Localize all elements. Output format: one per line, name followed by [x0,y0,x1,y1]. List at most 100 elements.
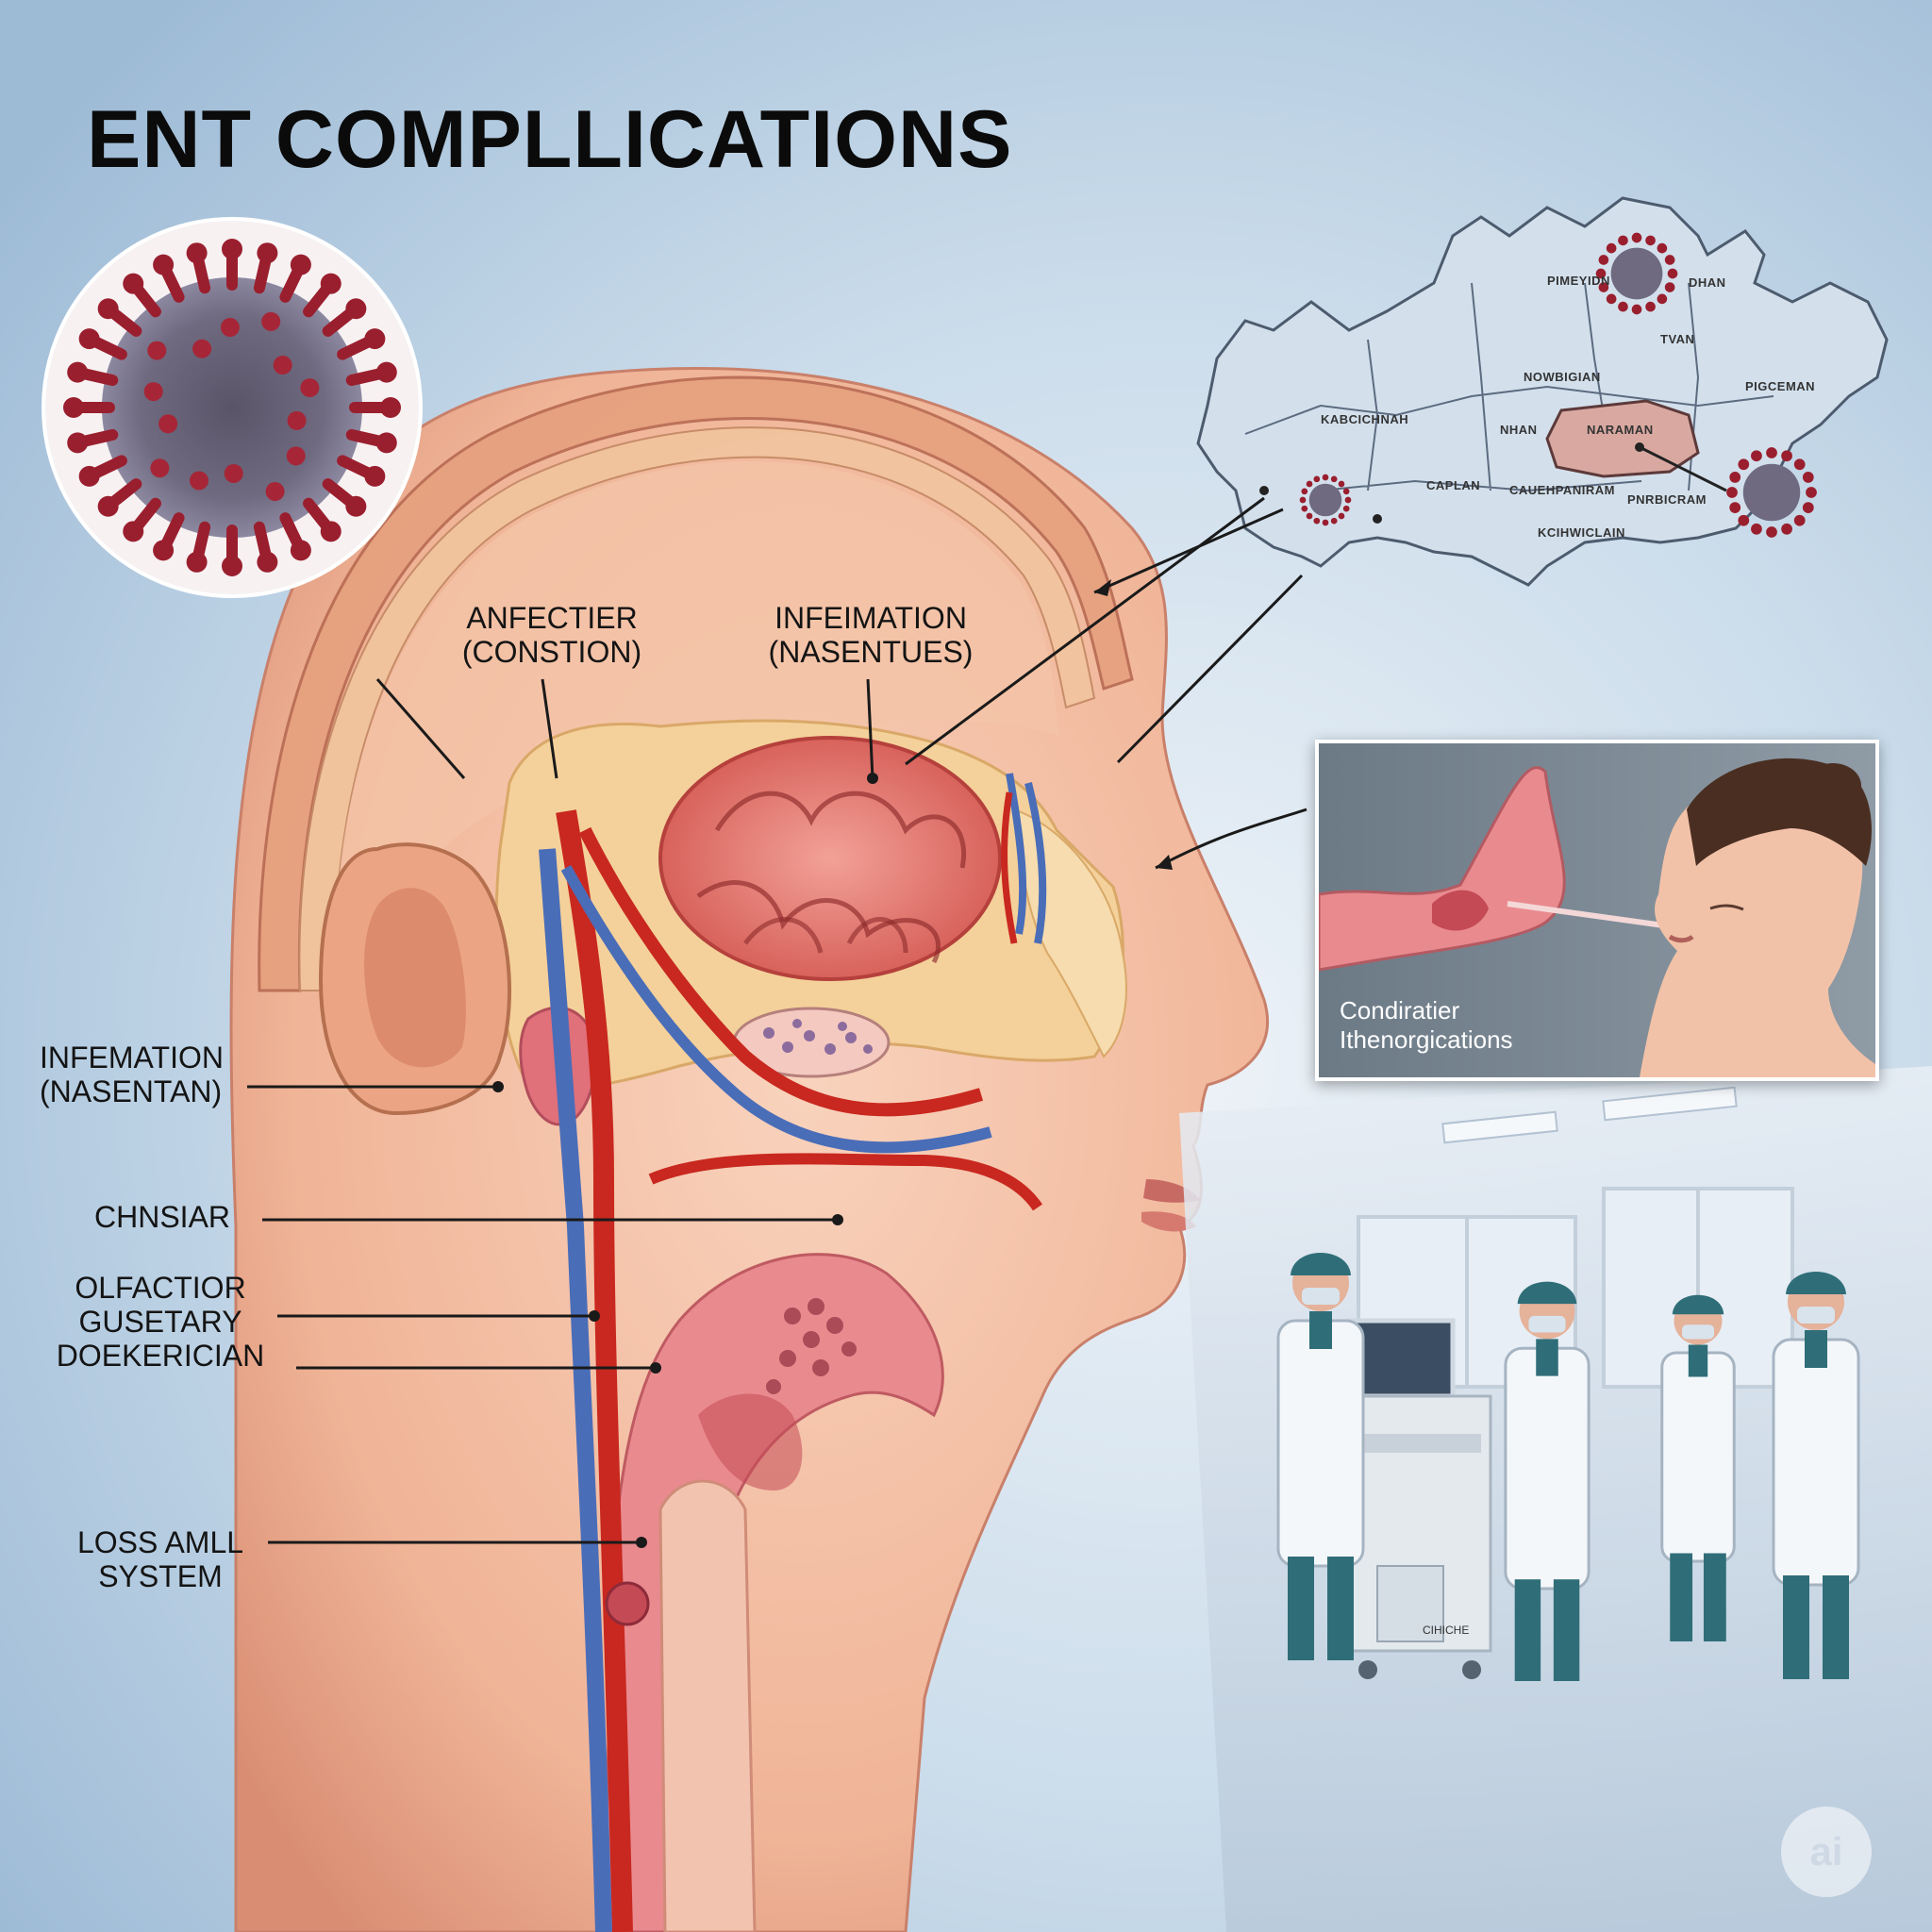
inset-caption: Condiratier Ithenorgications [1340,996,1513,1055]
map-virus-spike [1322,474,1329,481]
map-virus-spike [1781,523,1792,535]
virus-spike-tip [290,540,311,561]
label-infeimation: INFEIMATION (NASENTUES) [762,601,979,670]
virus-surface-protein [224,463,243,483]
label-anfectier-line2: (CONSTION) [461,634,642,669]
label-olfactor-line2: GUSETARY [78,1304,242,1339]
label-loss-line1: LOSS AMLL [76,1525,244,1559]
map-virus-spike [1766,447,1777,458]
page-title: ENT COMPLLICATIONS [87,94,1013,185]
map-virus-body [1610,247,1663,300]
virus-spike-tip [345,298,367,320]
map-virus-spike [1631,304,1642,315]
pointer-lines [247,496,1307,1544]
map-virus-spike [1342,488,1350,495]
map-virus-spike [1664,282,1675,292]
map-virus-spike [1618,301,1628,312]
map-region-label: NARAMAN [1587,423,1654,437]
map-virus-spike [1322,519,1329,526]
virus-spike-tip [364,328,386,350]
cart-label: CIHICHE [1423,1624,1470,1637]
label-loss: LOSS AMLL SYSTEM [66,1525,255,1594]
map-virus-spike [1802,472,1814,483]
virus-spike-tip [222,239,242,259]
virus-spike-tip [257,242,278,264]
virus-spike-tip [153,254,175,275]
label-olfactor-line1: OLFACTIOR [75,1271,246,1305]
virus-spike-tip [78,465,100,487]
virus-surface-protein [150,458,170,478]
virus-spike-tip [186,242,208,264]
map-virus-spike [1781,450,1792,462]
virus-surface-protein [300,378,320,398]
clinician [1772,1272,1860,1679]
map-virus-spike [1299,496,1307,504]
inset-caption-line1: Condiratier [1340,996,1460,1024]
map-virus-spike [1330,475,1338,483]
map-virus-spike [1793,514,1806,526]
map-virus-spike [1729,472,1741,483]
map-virus-spike [1738,458,1750,471]
inset-caption-line2: Ithenorgications [1340,1025,1513,1055]
virus-surface-protein [287,410,307,430]
map-virus-spike [1729,502,1741,513]
map-virus-spike [1657,242,1668,254]
map-region-label: CAUEHPANIRAM [1509,483,1615,497]
map-virus-spike [1306,512,1313,520]
clinician [1276,1253,1365,1660]
label-infeimation-line2: (NASENTUES) [768,634,974,669]
virus-surface-protein [261,311,281,331]
virus-surface-protein [158,414,178,434]
label-infeimation-line1: INFEIMATION [774,601,967,635]
virus-spike-tip [290,254,311,275]
virus-spike-tip [375,432,397,454]
virus-spike-tip [67,432,89,454]
map-virus-spike [1301,488,1308,495]
virus-spike-tip [345,495,367,517]
virus-spike-tip [153,540,175,561]
map-virus-spike [1645,235,1656,246]
inset-illustration [1319,743,1875,1077]
map-virus-spike [1618,235,1628,246]
map-virus-spike [1667,268,1678,279]
virus-surface-protein [192,339,212,358]
map-region-label: CAPLAN [1426,478,1481,492]
map-virus-spike [1751,450,1762,462]
label-chnsiar: CHNSIAR [94,1200,231,1234]
map-virus-spike [1793,458,1806,471]
map-virus-spike [1606,242,1617,254]
virus-spike-tip [320,521,341,542]
label-loss-line2: SYSTEM [98,1558,223,1593]
virus-spike-tip [222,556,242,576]
map-region-label: PNRBICRAM [1627,492,1707,507]
virus-magnified-inset [42,217,423,598]
map-virus-spike [1598,282,1609,292]
clinician [1660,1294,1736,1641]
virus-surface-protein [286,446,306,466]
virus-spike-tip [123,273,144,294]
map-virus-spike [1306,480,1313,488]
map-virus-spike [1766,526,1777,538]
map-virus-spike [1330,517,1338,525]
map-virus-spike [1657,293,1668,305]
label-olfactor: OLFACTIOR GUSETARY DOEKERICIAN [38,1271,283,1373]
virus-spike-tip [97,495,119,517]
map-region-label: NOWBIGIAN [1524,370,1601,384]
map-region-label: KABCICHNAH [1321,412,1409,426]
virus-spike-tip [97,298,119,320]
map-virus-spike [1342,505,1350,512]
map-virus-spike [1645,301,1656,312]
ai-badge: ai [1781,1807,1872,1897]
map-virus-spike [1631,232,1642,243]
map-region-label: KCIHWICLAIN [1538,525,1625,540]
map-virus-spike [1313,517,1321,525]
virus-spike-tip [257,551,278,573]
map-region-label: TVAN [1660,332,1695,346]
virus-surface-protein [273,356,292,375]
label-olfactor-line3: DOEKERICIAN [56,1338,265,1373]
map-virus-spike [1664,255,1675,265]
pointer-dots [492,579,1173,1548]
label-ear-line2: (NASENTAN) [40,1074,223,1108]
map-virus-spike [1595,268,1607,279]
